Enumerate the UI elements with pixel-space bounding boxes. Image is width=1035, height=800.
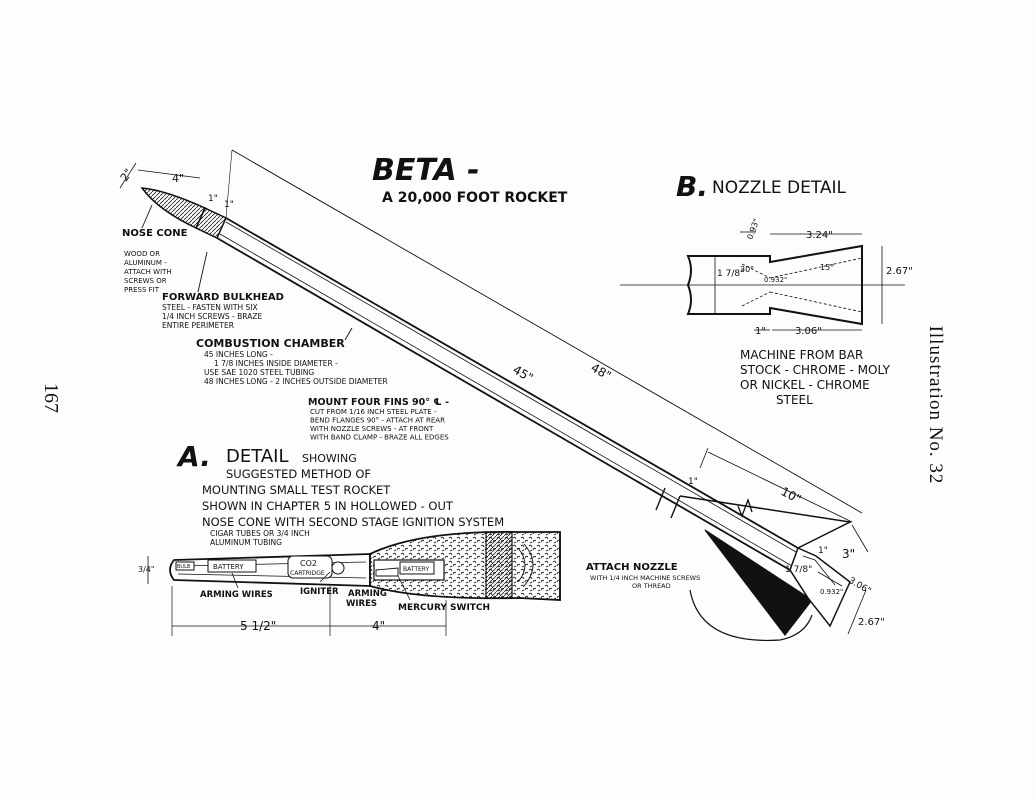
arming-wires-label: ARMING WIRES [200,590,273,600]
nozzle-detail-letter: B. [676,170,708,203]
detail-a-letter: A. [176,440,211,473]
detail-a-title: DETAIL [226,446,288,467]
battery-1 [207,559,257,573]
svg-text:BATTERY: BATTERY [213,563,244,571]
dim-length-45: 45" [511,362,536,385]
dim-fin-10: 10" [779,484,804,506]
nozzle-detail-title: NOZZLE DETAIL [712,178,847,198]
combustion-chamber-label: COMBUSTION CHAMBER [196,337,345,350]
svg-text:45 INCHES LONG -1 7/8 INCHES I: 45 INCHES LONG -1 7/8 INCHES INSIDE DIAM… [204,350,388,386]
dim-length-48: 48" [589,360,614,383]
forward-bulkhead-label: FORWARD BULKHEAD [162,292,284,303]
dim-fin-1: 1" [688,477,698,487]
dim-4: 4" [372,619,385,633]
svg-text:BATTERY: BATTERY [403,566,430,573]
nozzle-angle-30: 30° [740,265,754,274]
detail-a: A. DETAIL SHOWING SUGGESTED METHOD OF MO… [138,440,561,636]
nose-cone-label: NOSE CONE [122,228,188,239]
dim-nose-4: 4" [172,172,184,185]
arming-wires-2-label: ARMING WIRES [346,589,390,609]
rocket-dimensions: 2" 4" 1" 1" 45" 48" 10" 1" 3" 1 7/8" 1" … [118,149,885,635]
bulb-label: BULB [177,564,191,570]
nozzle-dim-178: 1 7/8" [717,269,744,279]
attach-nozzle-label: ATTACH NOZZLE [586,562,678,573]
nozzle-bar [686,244,863,326]
dim-noz-267: 2.67" [858,617,885,628]
dim-34: 3/4" [138,565,155,574]
dim-bulk-1: 1" [208,194,218,204]
fin-lower [704,529,813,636]
dim-noz-178: 1 7/8" [785,565,812,575]
subtitle: A 20,000 FOOT ROCKET [382,190,568,206]
title: BETA - [372,153,480,188]
battery-2 [399,561,435,575]
nozzle-dim-1: 1" [755,326,766,337]
dim-noz-1: 1" [818,546,828,556]
detail-a-showing: SHOWING [302,452,357,465]
dim-noz-306: 3.06" [847,576,873,597]
rocket-body [140,187,853,642]
igniter-label: IGNITER [300,587,339,597]
nozzle-dim-267: 2.67" [886,266,913,277]
nose-cone [140,187,206,230]
fin-upper [679,495,853,549]
nozzle-angle-15: 15° [820,263,834,272]
test-rocket-tube [169,553,371,587]
nozzle-note: MACHINE FROM BAR STOCK - CHROME - MOLY O… [740,348,894,407]
dim-512: 5 1/2" [240,619,276,633]
dim-bulk-1b: 1" [224,200,234,210]
dim-noz-0932: 0.932" [820,588,843,596]
nozzle-detail: B. NOZZLE DETAIL 0.93" 3.24" 1 7/8" 30° … [620,170,913,407]
nozzle-dim-093: 0.93" [745,217,761,240]
page-number: 167 [40,383,62,413]
fins-label: MOUNT FOUR FINS 90° ℄ - [308,397,449,408]
svg-text:CUT FROM 1/16 INCH STEEL PLATE: CUT FROM 1/16 INCH STEEL PLATE -BEND FLA… [310,408,449,442]
dim-nose-2: 2" [118,166,136,183]
svg-text:CARTRIDGE: CARTRIDGE [290,570,325,577]
illustration-label: Illustration No. 32 [925,326,946,485]
nozzle-dim-0932: 0.932" [764,276,787,284]
nozzle-dim-306: 3.06" [795,326,822,337]
tube-upper-edge [225,217,799,549]
detail-a-description: SUGGESTED METHOD OF MOUNTING SMALL TEST … [202,467,504,529]
nozzle-dim-324: 3.24" [806,230,833,241]
rocket-nozzle [789,546,851,628]
svg-text:CIGAR TUBES OR 3/4 INCH: CIGAR TUBES OR 3/4 INCH ALUMINUM TUBING [210,529,312,547]
svg-text:CO2: CO2 [300,559,317,568]
tube-lower-edge [216,237,791,571]
dim-fin-3: 3" [842,547,855,561]
mercury-switch-label: MERCURY SWITCH [398,603,490,613]
